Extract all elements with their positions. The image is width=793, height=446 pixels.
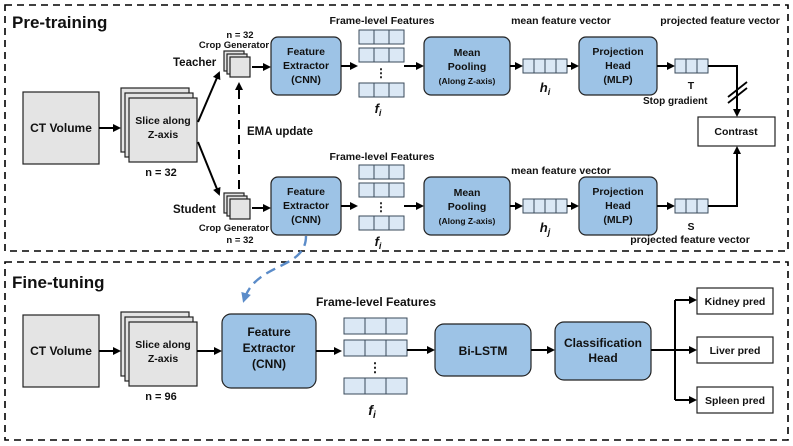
spleen-pred-label: Spleen pred	[705, 395, 765, 407]
student-h-j: hj	[540, 220, 551, 237]
classification-head-line1: Classification	[564, 336, 642, 350]
ft-fe-line1: Feature	[247, 325, 291, 339]
teacher-crop-n: n = 32	[226, 30, 253, 41]
pretraining-panel	[4, 4, 789, 252]
liver-pred-label: Liver pred	[710, 345, 761, 357]
teacher-fe-line1: Feature	[287, 46, 325, 58]
student-s-cells	[674, 198, 709, 214]
weight-transfer-arrow	[241, 235, 308, 303]
pt-slice-label-1: Slice along	[135, 115, 190, 127]
teacher-arrow-t-contrast	[708, 65, 741, 117]
ft-fe-line3: (CNN)	[252, 357, 286, 371]
ft-slice-label-2: Z-axis	[148, 353, 179, 365]
teacher-ellipsis: ⋮	[375, 66, 387, 80]
pt-arrow-to-teacher	[197, 71, 221, 123]
teacher-crop-generator-label: Crop Generator	[199, 40, 270, 51]
student-mean-feature-vector-label: mean feature vector	[511, 165, 611, 177]
finetuning-title: Fine-tuning	[12, 273, 105, 292]
ft-n-slices: n = 96	[145, 391, 177, 403]
ema-update-label: EMA update	[247, 126, 313, 138]
teacher-projected-feature-vector-label: projected feature vector	[660, 15, 780, 27]
ft-fe-line2: Extractor	[243, 341, 296, 355]
classification-head-line2: Head	[588, 351, 617, 365]
student-label: Student	[173, 204, 216, 216]
teacher-h-cells	[522, 58, 568, 74]
student-h-cells	[522, 198, 568, 214]
teacher-feature-cells	[358, 29, 405, 98]
student-s-label: S	[687, 221, 694, 233]
ft-slice-front	[128, 321, 198, 387]
kidney-pred-box	[696, 287, 774, 315]
student-ph-line3: (MLP)	[603, 214, 632, 226]
student-crop-n: n = 32	[226, 235, 253, 246]
ft-f-i: fi	[368, 402, 376, 421]
student-ellipsis: ⋮	[375, 200, 387, 214]
ft-frame-features-label: Frame-level Features	[316, 295, 436, 309]
student-feature-cells	[358, 164, 405, 231]
spleen-pred-box	[696, 386, 774, 414]
teacher-mp-line3: (Along Z-axis)	[439, 76, 496, 86]
pt-n-slices: n = 32	[145, 167, 177, 179]
ft-slice-label-1: Slice along	[135, 339, 190, 351]
teacher-mp-line2: Pooling	[448, 61, 487, 73]
teacher-f-i: fi	[375, 101, 382, 118]
student-mp-line3: (Along Z-axis)	[439, 216, 496, 226]
student-arrow-s-contrast	[708, 146, 741, 207]
student-crop-front	[229, 198, 251, 220]
student-f-i: fi	[375, 234, 382, 251]
ft-feature-cells	[343, 317, 408, 395]
stop-gradient-slash-2	[727, 87, 748, 104]
teacher-label: Teacher	[173, 57, 217, 69]
student-fe-line2: Extractor	[283, 200, 329, 212]
contrast-label: Contrast	[714, 126, 758, 138]
teacher-ph-line3: (MLP)	[603, 74, 632, 86]
ft-ct-volume-box	[22, 314, 100, 388]
ft-ct-volume-label: CT Volume	[30, 344, 92, 358]
liver-pred-box	[696, 336, 774, 364]
stop-gradient-slash-1	[727, 81, 748, 98]
student-mp-line1: Mean	[454, 187, 481, 199]
teacher-ph-line1: Projection	[592, 46, 643, 58]
teacher-ph-line2: Head	[605, 60, 631, 72]
student-ph-line2: Head	[605, 200, 631, 212]
teacher-frame-features-label: Frame-level Features	[329, 15, 434, 27]
bilstm-label: Bi-LSTM	[459, 344, 508, 358]
student-frame-features-label: Frame-level Features	[329, 151, 434, 163]
student-mp-line2: Pooling	[448, 201, 487, 213]
teacher-mean-feature-vector-label: mean feature vector	[511, 15, 611, 27]
stop-gradient-label: Stop gradient	[643, 96, 708, 107]
contrast-box	[697, 116, 776, 147]
student-fe-line3: (CNN)	[291, 214, 321, 226]
pt-slice-front	[128, 97, 198, 163]
pt-arrow-to-student	[197, 141, 221, 196]
kidney-pred-label: Kidney pred	[705, 296, 766, 308]
teacher-t-label: T	[688, 80, 695, 92]
pt-slice-label-2: Z-axis	[148, 129, 179, 141]
student-fe-line1: Feature	[287, 186, 325, 198]
teacher-h-i: hi	[540, 80, 551, 97]
student-projected-feature-vector-label: projected feature vector	[630, 234, 750, 246]
pt-ct-volume-label: CT Volume	[30, 121, 92, 135]
teacher-fe-line3: (CNN)	[291, 74, 321, 86]
teacher-crop-front	[229, 56, 251, 78]
teacher-fe-line2: Extractor	[283, 60, 329, 72]
student-crop-generator-label: Crop Generator	[199, 223, 270, 234]
teacher-t-cells	[674, 58, 709, 74]
teacher-mp-line1: Mean	[454, 47, 481, 59]
pretraining-title: Pre-training	[12, 13, 107, 32]
student-ph-line1: Projection	[592, 186, 643, 198]
ft-ellipsis: ⋮	[369, 360, 382, 375]
